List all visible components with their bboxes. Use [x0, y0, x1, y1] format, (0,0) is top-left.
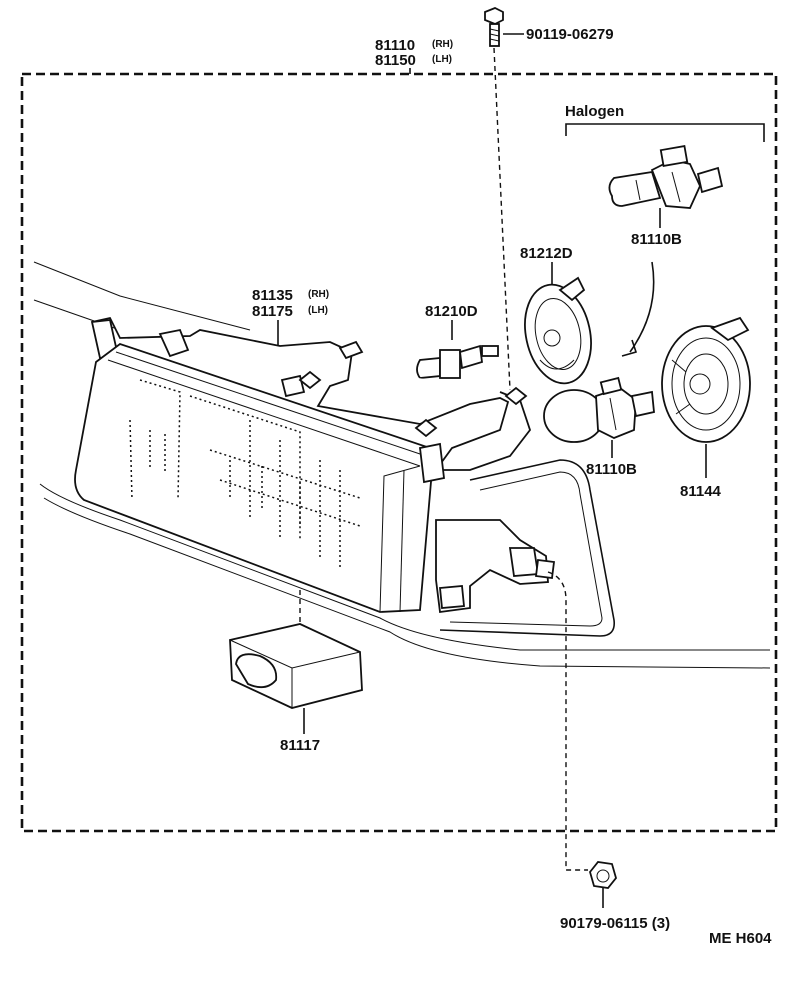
bolt-part-label: 90119-06279	[526, 26, 614, 43]
sealed-bulb: 81110B	[543, 376, 655, 478]
housing-tag-lh: (LH)	[308, 305, 328, 316]
housing-part-lh: 81175	[252, 303, 293, 320]
socket-cover-label: 81212D	[520, 245, 573, 262]
assembly-tag-rh: (RH)	[432, 39, 453, 50]
housing-tag-rh: (RH)	[308, 289, 329, 300]
lens-unit: 81117	[229, 623, 363, 754]
assembly-label: 81110 (RH) 81150 (LH)	[375, 37, 453, 74]
car-body-outline	[33, 261, 771, 669]
halogen-group-title: Halogen	[565, 103, 624, 120]
assembly-tag-lh: (LH)	[432, 54, 452, 65]
halogen-bulb-label: 81110B	[631, 231, 682, 248]
nut-label: 90179-06115 (3)	[560, 915, 670, 932]
parking-bulb: 81210D	[416, 303, 499, 379]
housing-part-rh: 81135	[252, 287, 293, 304]
sealed-bulb-label: 81110B	[586, 461, 637, 478]
halogen-bulb: 81110B	[608, 144, 724, 248]
halogen-group: Halogen	[565, 103, 765, 142]
socket-cover: 81212D	[520, 245, 592, 385]
curved-arrow	[621, 261, 655, 357]
assembly-part-lh: 81150	[375, 52, 416, 69]
bolt: 90119-06279	[484, 7, 614, 391]
nut-leader	[547, 571, 588, 871]
lens-unit-label: 81117	[280, 737, 320, 754]
headlamp-housing: 81135 (RH) 81175 (LH)	[74, 287, 556, 614]
diagram-code: ME H604	[709, 930, 772, 947]
reflector-label: 81144	[680, 483, 722, 500]
nut: 90179-06115 (3)	[560, 861, 670, 932]
assembly-part-rh: 81110	[375, 37, 415, 54]
reflector: 81144	[661, 316, 751, 500]
parking-bulb-label: 81210D	[425, 303, 478, 320]
